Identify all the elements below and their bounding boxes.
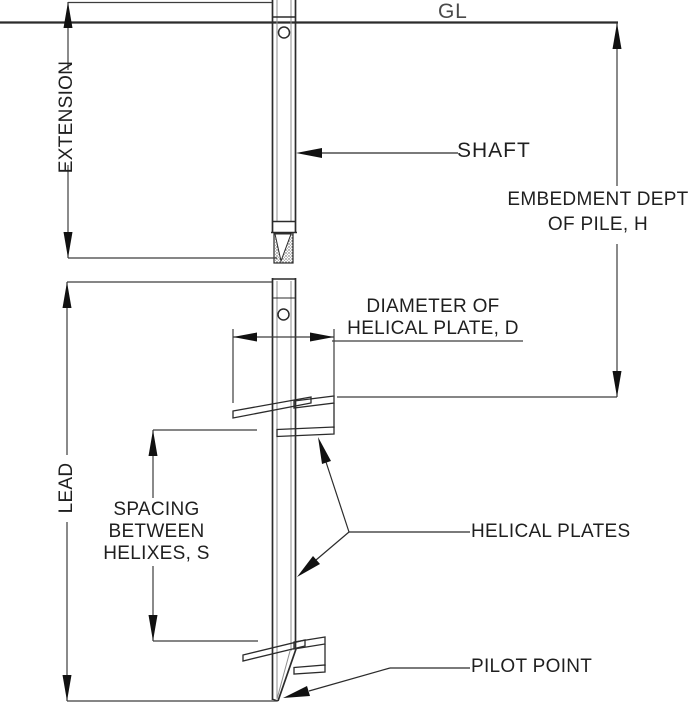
shaft-coupler (273, 232, 294, 264)
spacing-label: SPACING BETWEEN HELIXES, S (90, 499, 223, 565)
extension-label: EXTENSION (56, 60, 77, 174)
shaft-lead-segment (271, 278, 297, 700)
diameter-label: DIAMETER OF HELICAL PLATE, D (330, 296, 536, 340)
spacing-label-line3: HELIXES, S (103, 543, 210, 564)
pilot-point-leader (283, 667, 470, 698)
pilot-point-tip (271, 648, 297, 702)
helical-plates-leader (297, 437, 470, 577)
extension-dimension (63, 1, 277, 259)
spacing-dimension (148, 429, 258, 642)
spacing-label-line2: BETWEEN (108, 521, 205, 542)
lead-dimension (62, 281, 277, 702)
shaft-leader (296, 148, 458, 158)
shaft-extension-segment (271, 0, 297, 234)
helical-plates-label: HELICAL PLATES (471, 521, 631, 542)
ground-level-label: GL (438, 0, 468, 23)
diameter-label-line1: DIAMETER OF (366, 296, 500, 317)
embedment-dimension (337, 23, 622, 398)
embedment-depth-label-line2: OF PILE, H (547, 214, 649, 235)
diameter-label-line2: HELICAL PLATE, D (347, 318, 519, 339)
helical-plate-1 (232, 395, 335, 438)
helical-plate-2 (242, 636, 326, 675)
lead-label: LEAD (56, 462, 77, 514)
pilot-point-label: PILOT POINT (471, 656, 593, 677)
diameter-dimension (232, 329, 523, 403)
embedment-depth-label-line1: EMBEDMENT DEPT (507, 189, 689, 210)
shaft-bolt-hole-lower (277, 308, 290, 321)
embedment-depth-label: EMBEDMENT DEPT OF PILE, H (500, 187, 696, 237)
spacing-label-line1: SPACING (113, 499, 200, 520)
shaft-label: SHAFT (457, 139, 531, 162)
shaft-bolt-hole-upper (277, 26, 291, 39)
